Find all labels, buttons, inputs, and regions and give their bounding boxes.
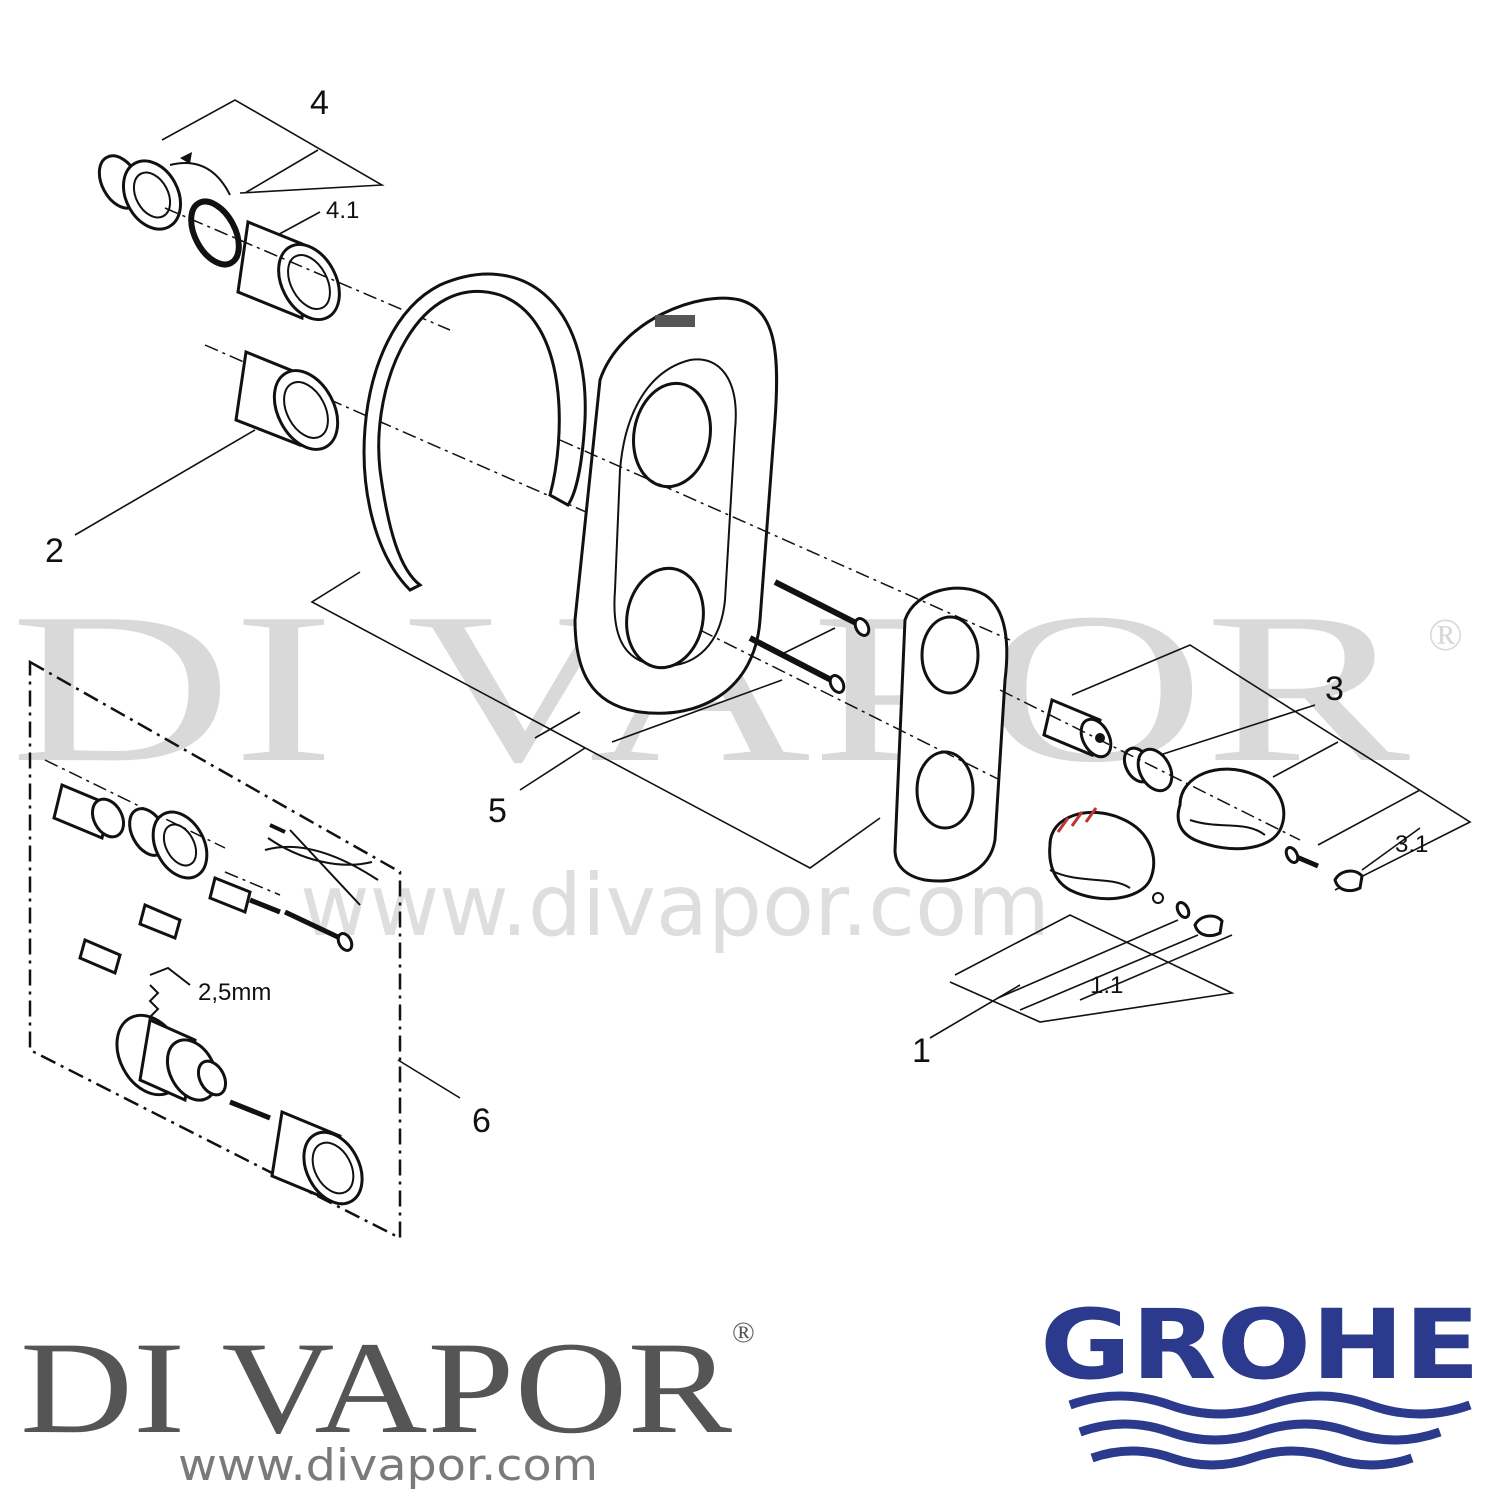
callout-4-1: 4.1 [326, 197, 359, 224]
kit-cartridge-icon [115, 1013, 271, 1121]
adapter-nut-icon [97, 152, 231, 231]
leader-1-1 [1079, 934, 1233, 1001]
leader-6 [397, 1059, 461, 1099]
kit-pin-icon [78, 875, 354, 976]
callout-3-1: 3.1 [1395, 831, 1428, 858]
leader-3-1 [1361, 827, 1421, 871]
leader-1 [949, 914, 1235, 1023]
kit-wire-tools-icon [264, 823, 379, 906]
tool-size-label: 2,5mm [198, 979, 271, 1006]
handle-1-icon [1048, 807, 1156, 901]
part-4-adapter-assembly [97, 99, 451, 331]
kit-nut-icon [128, 807, 209, 880]
cap-1-1-icon [1193, 914, 1224, 938]
callout-labels: 4 4.1 2 5 3 3.1 1.1 1 6 2,5mm [45, 84, 1428, 1140]
callout-1: 1 [912, 1032, 931, 1070]
cap-3-1-icon [1333, 869, 1364, 893]
callout-6: 6 [472, 1102, 491, 1140]
callout-2: 2 [45, 532, 64, 570]
spring-icon [148, 984, 160, 1018]
grohe-logo-text: GROHE [1040, 1289, 1480, 1401]
allen-key-icon [149, 966, 191, 986]
callout-3: 3 [1325, 670, 1344, 708]
shop-name: DI VAPOR [20, 1314, 732, 1461]
spline-adapter-icon [1122, 746, 1174, 793]
mounting-bracket-icon [893, 586, 1009, 883]
callout-4: 4 [310, 84, 329, 122]
sleeve-4-1-icon [236, 219, 341, 322]
seal-gasket-icon [362, 272, 587, 592]
callout-1-1: 1.1 [1090, 972, 1123, 999]
leader-4 [161, 99, 385, 194]
grohe-logo: GROHE [1040, 1289, 1480, 1470]
kit-spindle-icon [52, 782, 126, 841]
screw-icon [748, 579, 871, 694]
part-5-wall-plate-assembly [310, 272, 1011, 883]
wall-plate-icon [573, 296, 779, 715]
watermark-registered-mark: ® [1428, 609, 1463, 660]
o-ring-icon [188, 198, 242, 268]
part-6-cartridge-kit [28, 659, 461, 1241]
spindle-extension-icon [1042, 697, 1113, 759]
callout-5: 5 [488, 792, 507, 830]
screw-1-1-icon [1175, 901, 1224, 938]
shop-registered-mark: ® [732, 1316, 755, 1349]
kit-sleeve-icon [270, 1109, 364, 1206]
shop-url: www.divapor.com [178, 1440, 598, 1491]
leader-5 [310, 571, 881, 869]
leader-3 [1071, 644, 1472, 891]
part-1-handle-assembly [929, 807, 1235, 1039]
washer-icon [1152, 892, 1164, 904]
handle-3-icon [1176, 767, 1286, 851]
grohe-logo-plate-icon [655, 315, 695, 327]
leader-2 [74, 429, 256, 536]
shop-branding: DI VAPOR ® www.divapor.com [20, 1314, 755, 1491]
screw-3-1-icon [1284, 846, 1364, 893]
grohe-waves-icon [1068, 1391, 1472, 1470]
part-3-handle-assembly [999, 644, 1472, 893]
part-2-sleeve [74, 344, 651, 541]
